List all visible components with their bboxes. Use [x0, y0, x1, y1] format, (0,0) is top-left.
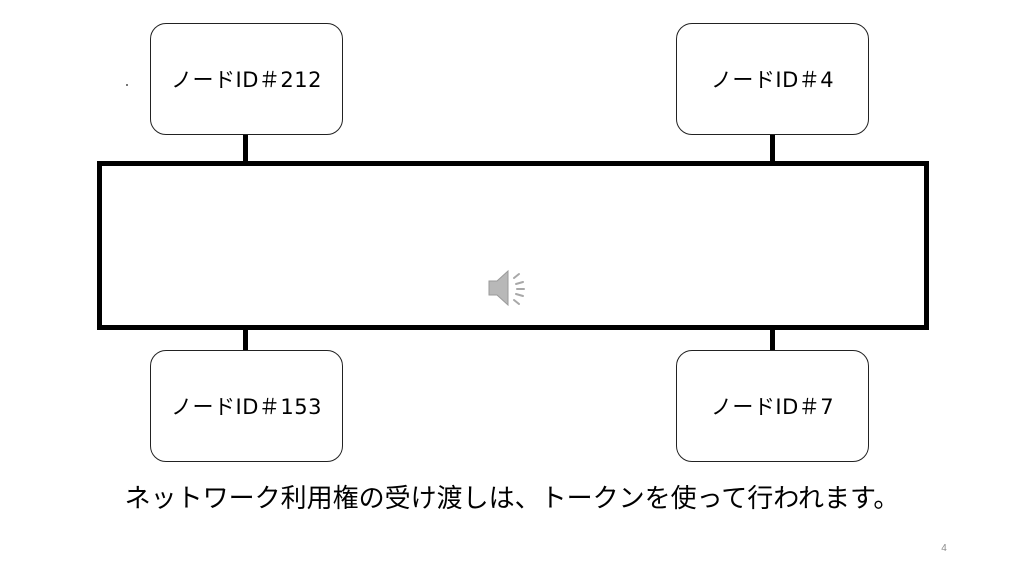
speaker-icon[interactable]: [486, 266, 538, 310]
node-label: ノードID＃153: [171, 395, 322, 419]
node-label: ノードID＃4: [710, 68, 835, 92]
node-top-left: ノードID＃212: [150, 23, 343, 135]
connector-top-left: [243, 135, 248, 163]
page-number: 4: [941, 543, 947, 554]
slide-caption: ネットワーク利用権の受け渡しは、トークンを使って行われます。: [124, 484, 900, 514]
connector-top-right: [770, 135, 775, 163]
node-bottom-left: ノードID＃153: [150, 350, 343, 462]
network-bus: [97, 161, 929, 330]
node-label: ノードID＃212: [171, 68, 322, 92]
stray-dot: [126, 84, 128, 86]
connector-bottom-right: [770, 322, 775, 352]
node-bottom-right: ノードID＃7: [676, 350, 869, 462]
node-top-right: ノードID＃4: [676, 23, 869, 135]
node-label: ノードID＃7: [710, 395, 835, 419]
connector-bottom-left: [243, 322, 248, 352]
